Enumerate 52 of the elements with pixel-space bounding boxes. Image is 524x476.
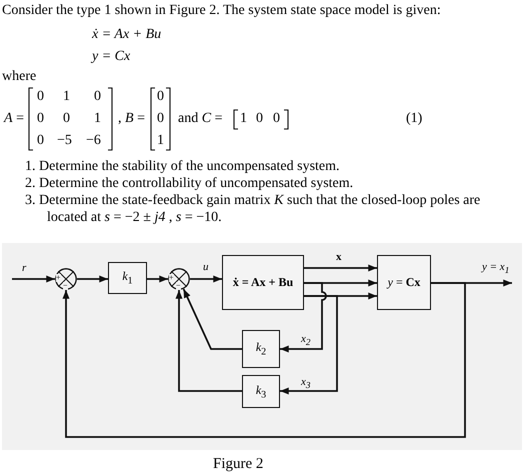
block: k$_{3}$ bbox=[242, 375, 280, 408]
signal-arrow bbox=[77, 276, 108, 282]
matrix-entry: 1 bbox=[94, 112, 101, 126]
list-item: 2. Determine the controllability of uncompensated system. bbox=[25, 175, 354, 192]
signal-label: y = x$_{1}$ bbox=[482, 262, 510, 276]
matrix-entry: 0 bbox=[63, 112, 70, 126]
signal-arrow bbox=[12, 276, 55, 282]
sign-label: − bbox=[63, 282, 68, 290]
matrix-entry: 0 bbox=[37, 90, 44, 104]
signal-arrow bbox=[280, 295, 338, 394]
figure-caption: Figure 2 bbox=[213, 457, 264, 472]
matrix-entry: 0 bbox=[157, 90, 164, 104]
matrix-entry: 0 bbox=[256, 112, 263, 126]
matrix-entry: −6 bbox=[86, 134, 101, 148]
block: k$_{1}$ bbox=[108, 262, 147, 294]
matrix-entry: 0 bbox=[94, 90, 101, 104]
matrix-entry: 0 bbox=[37, 112, 44, 126]
signal-arrow bbox=[280, 282, 327, 352]
signal-arrow bbox=[62, 282, 466, 438]
sign-label: − bbox=[176, 282, 181, 290]
body-text: where bbox=[2, 70, 36, 84]
signal-label: u bbox=[203, 262, 208, 273]
equation-text: , B = bbox=[118, 112, 145, 126]
signal-label: x$_{3}$ bbox=[301, 377, 310, 390]
matrix-entry: 1 bbox=[157, 134, 164, 148]
signal-arrow bbox=[147, 276, 168, 282]
signal-arrow bbox=[176, 290, 242, 392]
matrix-entry: −5 bbox=[57, 134, 72, 148]
signal-arrow bbox=[304, 264, 377, 272]
matrix-entry: 0 bbox=[37, 134, 44, 148]
sign-label: + bbox=[169, 274, 174, 282]
output-equation: y = Cx bbox=[92, 50, 130, 64]
sign-label: + bbox=[56, 274, 61, 282]
state-equation: ẋ = Ax + Bu bbox=[92, 28, 162, 42]
matrix-entry: 0 bbox=[157, 112, 164, 126]
matrix-entry: 1 bbox=[240, 112, 247, 126]
signal-label: r bbox=[22, 263, 26, 274]
problem-text: Consider the type 1 shown in Figure 2. The system state space model is given: bbox=[2, 4, 441, 18]
signal-arrow bbox=[190, 276, 222, 282]
list-item: 3. Determine the state-feedback gain matrix K such that the closed-loop poles are located at s = −2 ± j4 , s = −10. bbox=[25, 192, 482, 226]
block: k$_{2}$ bbox=[242, 330, 280, 368]
matrix-entry: 0 bbox=[273, 112, 280, 126]
list-item: 1. Determine the stability of the uncompensated system. bbox=[25, 158, 341, 175]
signal-arrow bbox=[182, 288, 242, 350]
signal-label: x$_{2}$ bbox=[301, 334, 310, 348]
matrix-entry: 1 bbox=[63, 90, 70, 104]
block: ẋ = Ax + Bu bbox=[222, 255, 304, 310]
block: y = Cx bbox=[377, 255, 431, 310]
equation-text: and C = bbox=[178, 112, 222, 126]
equation-text: A = bbox=[4, 112, 24, 126]
signal-label: x bbox=[336, 252, 342, 263]
equation-number: (1) bbox=[406, 112, 422, 126]
